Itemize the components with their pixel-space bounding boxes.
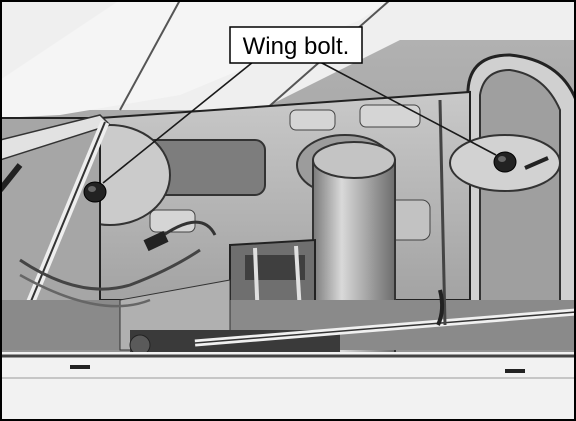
callout-text: Wing bolt. — [243, 33, 350, 60]
wing-bolt-left-icon — [84, 182, 106, 202]
fuselage-side-panel — [0, 352, 576, 421]
callout-label: Wing bolt. — [230, 27, 362, 63]
